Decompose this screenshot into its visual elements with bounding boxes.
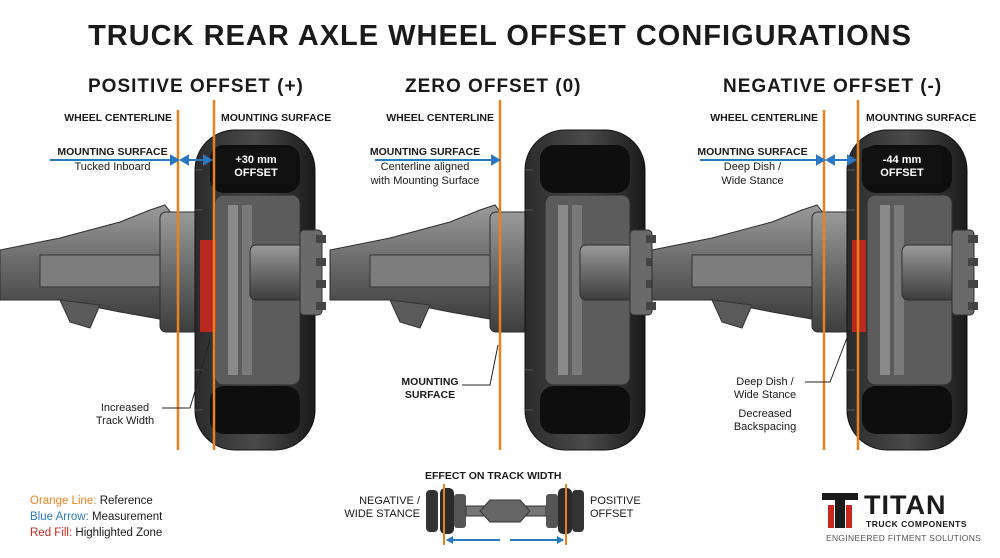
offset-word-negative: OFFSET: [880, 167, 924, 179]
mounting-surface-label-3: MOUNTING SURFACE: [866, 112, 977, 124]
legend-key-highlight: Red Fill:: [30, 527, 73, 539]
track-right-2: OFFSET: [590, 508, 634, 520]
note-increased: Increased: [100, 402, 150, 414]
legend-value-highlight: Highlighted Zone: [72, 527, 163, 539]
note-track-width: Track Width: [95, 415, 155, 427]
ms-label-3: MOUNTING SURFACE: [697, 146, 808, 158]
track-width-title: EFFECT ON TRACK WIDTH: [425, 470, 562, 482]
legend-key-measurement: Blue Arrow:: [30, 511, 89, 523]
wheel-centerline-label-1: WHEEL CENTERLINE: [64, 112, 172, 124]
note-backspacing: Backspacing: [733, 421, 797, 433]
zero-offset-heading: ZERO OFFSET (0): [405, 76, 582, 97]
legend: Orange Line: Reference Blue Arrow: Measu…: [30, 493, 162, 541]
ms-label-2: MOUNTING SURFACE: [369, 146, 481, 158]
highlight-zone: [200, 240, 216, 332]
negative-offset-heading: NEGATIVE OFFSET (-): [723, 76, 943, 97]
legend-value-measurement: Measurement: [88, 511, 163, 523]
legend-key-reference: Orange Line:: [30, 495, 97, 507]
ms-sub-3a: Deep Dish /: [723, 161, 782, 173]
brand-name: TITAN: [864, 490, 947, 520]
offset-value-negative: -44 mm: [882, 154, 922, 166]
positive-offset-heading: POSITIVE OFFSET (+): [88, 76, 304, 97]
track-left-1: NEGATIVE /: [359, 495, 420, 507]
brand-tagline: ENGINEERED FITMENT SOLUTIONS: [826, 533, 982, 543]
axle-illustration: [426, 484, 584, 545]
legend-row-measurement: Blue Arrow: Measurement: [30, 509, 162, 525]
legend-value-reference: Reference: [96, 495, 153, 507]
ms-sub-2b: with Mounting Surface: [370, 175, 480, 187]
track-right-1: POSITIVE: [590, 495, 641, 507]
bottom-mounting: MOUNTING: [401, 376, 459, 388]
legend-row-reference: Orange Line: Reference: [30, 493, 162, 509]
ms-sub-1: Tucked Inboard: [74, 161, 151, 173]
note-wide-stance: Wide Stance: [733, 389, 797, 401]
titan-logo-icon: [822, 493, 858, 528]
bottom-surface: SURFACE: [404, 389, 456, 401]
note-deep-dish: Deep Dish /: [736, 376, 794, 388]
offset-word-positive: OFFSET: [234, 167, 278, 179]
legend-row-highlight: Red Fill: Highlighted Zone: [30, 525, 162, 541]
brand-sub: TRUCK COMPONENTS: [866, 519, 968, 529]
offset-value-positive: +30 mm: [235, 154, 277, 166]
note-decreased: Decreased: [738, 408, 792, 420]
ms-sub-3b: Wide Stance: [721, 175, 784, 187]
ms-label-1: MOUNTING SURFACE: [57, 146, 168, 158]
wheel-centerline-label-3: WHEEL CENTERLINE: [710, 112, 818, 124]
track-left-2: WIDE STANCE: [344, 508, 420, 520]
page-title: TRUCK REAR AXLE WHEEL OFFSET CONFIGURATI…: [88, 20, 912, 52]
ms-sub-2a: Centerline aligned: [380, 161, 470, 173]
wheel-centerline-label-2: WHEEL CENTERLINE: [386, 112, 494, 124]
mounting-surface-label-1: MOUNTING SURFACE: [221, 112, 332, 124]
